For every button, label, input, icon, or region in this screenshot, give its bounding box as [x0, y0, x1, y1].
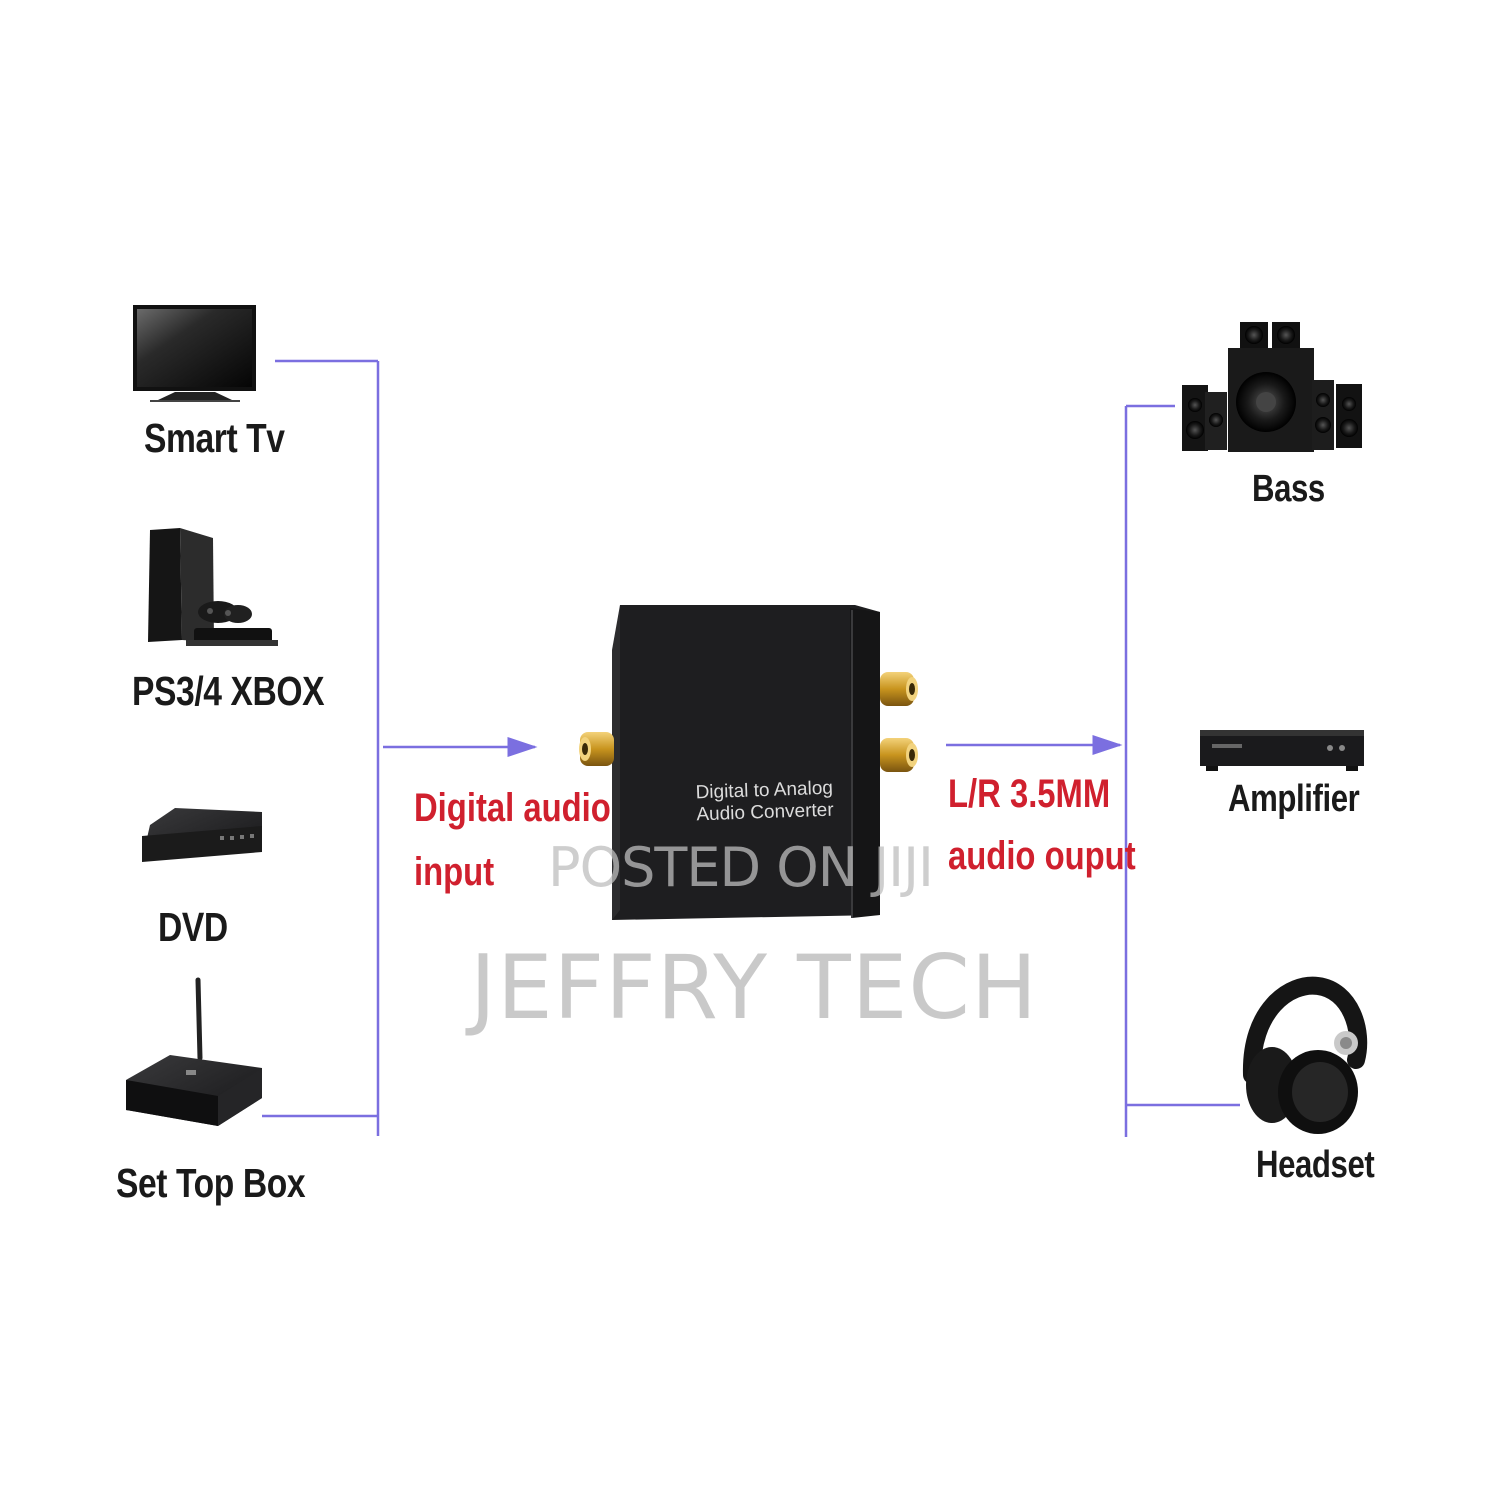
set-top-box-icon: [126, 977, 262, 1126]
output-label-line1: L/R 3.5MM: [948, 772, 1111, 816]
game-console-icon: [148, 528, 278, 646]
source-connector: [262, 359, 538, 1136]
converter-box-icon: [579, 605, 918, 920]
speaker-system-icon: [1182, 322, 1362, 452]
output-label-headset: Headset: [1256, 1144, 1375, 1186]
output-label-line2: audio ouput: [948, 834, 1136, 878]
source-label-set-top-box: Set Top Box: [116, 1160, 306, 1206]
output-connector: [946, 404, 1240, 1137]
headphones-icon: [1242, 976, 1368, 1134]
source-label-smart-tv: Smart Tv: [144, 415, 285, 461]
input-label-line1: Digital audio: [414, 786, 611, 830]
output-label-amplifier: Amplifier: [1228, 778, 1360, 820]
source-label-dvd: DVD: [158, 904, 228, 950]
tv-icon: [133, 305, 256, 402]
watermark-small: POSTED ON JIJI: [548, 836, 934, 899]
converter-label: Digital to Analog Audio Converter: [695, 778, 834, 827]
amplifier-icon: [1200, 730, 1364, 771]
source-label-ps-xbox: PS3/4 XBOX: [132, 668, 325, 714]
dvd-player-icon: [142, 808, 262, 862]
watermark-large: JEFFRY TECH: [470, 936, 1039, 1039]
input-label-line2: input: [414, 850, 495, 894]
output-label-bass: Bass: [1252, 468, 1325, 510]
